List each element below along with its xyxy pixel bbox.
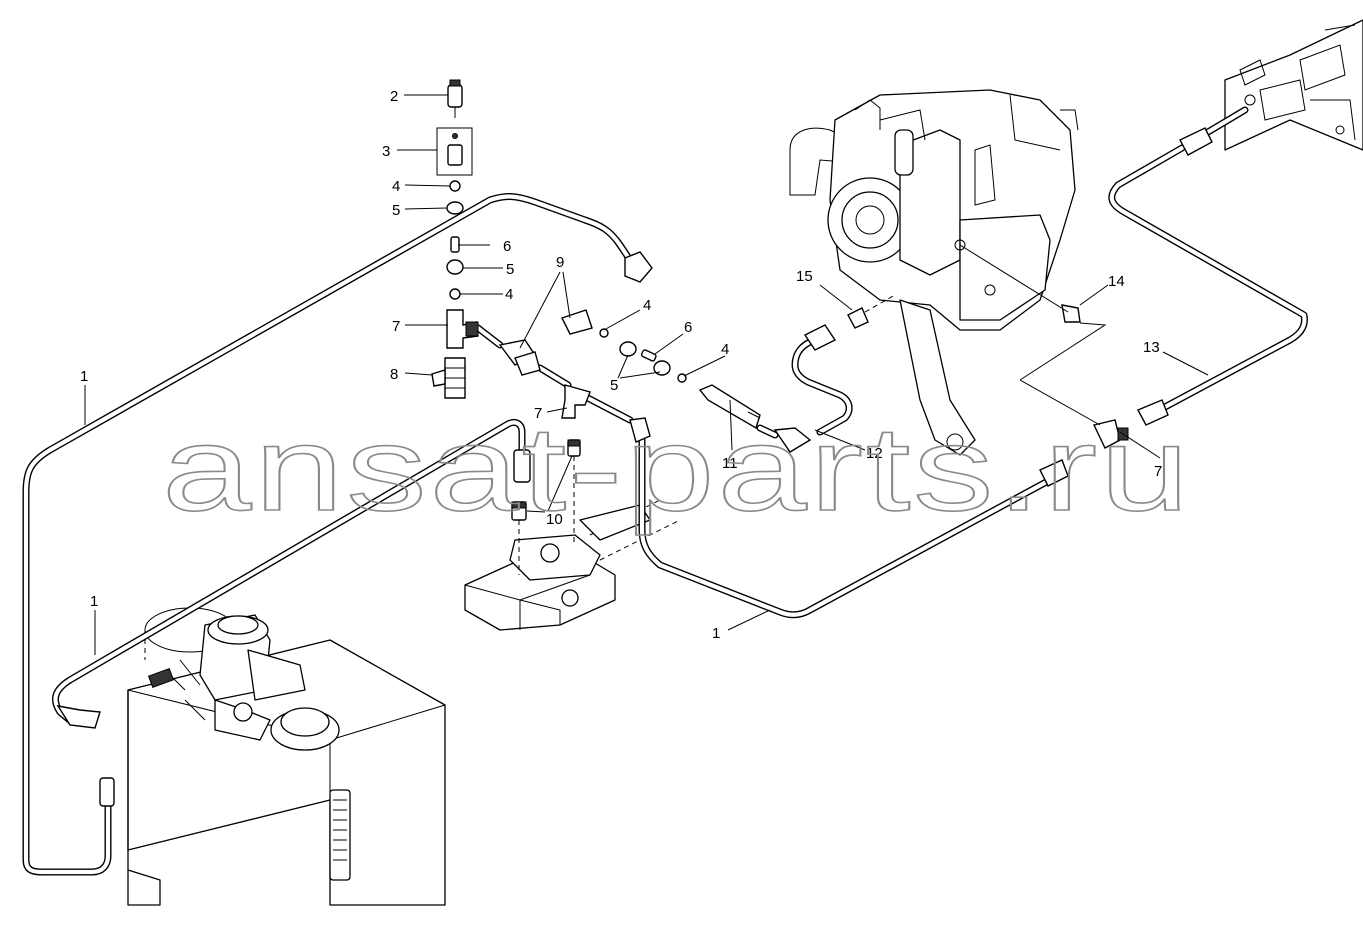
pipe-12 <box>791 336 853 436</box>
callout-4a: 4 <box>392 178 400 195</box>
leader-lines <box>84 94 1209 655</box>
callout-5c: 5 <box>610 377 618 394</box>
callout-8: 8 <box>390 366 398 383</box>
callout-15: 15 <box>796 268 813 285</box>
callout-1c: 1 <box>712 625 720 642</box>
mounting-bracket <box>1224 19 1363 151</box>
pipe-1-return-loop <box>22 193 642 876</box>
callout-10: 10 <box>546 511 563 528</box>
callout-5b: 5 <box>506 261 514 278</box>
fitting-3-boxed <box>436 127 473 176</box>
callout-9: 9 <box>556 254 564 271</box>
elbow-fittings <box>56 251 837 807</box>
hydraulic-tank <box>127 607 446 906</box>
callout-1a: 1 <box>80 368 88 385</box>
fitting-column <box>431 180 479 399</box>
callout-13: 13 <box>1143 339 1160 356</box>
callout-12: 12 <box>866 445 883 462</box>
callout-11: 11 <box>722 455 738 472</box>
callout-5a: 5 <box>392 202 400 219</box>
fittings-4-5-6-right <box>619 341 687 383</box>
pipe-13 <box>1108 106 1308 419</box>
pipe-1-lower <box>638 436 1054 619</box>
fittings-9 <box>498 309 609 376</box>
callout-4b: 4 <box>505 286 513 303</box>
callout-1b: 1 <box>90 593 98 610</box>
tee-7-right <box>1019 127 1213 487</box>
callout-7b: 7 <box>534 405 542 422</box>
callout-labels: 2 3 4 5 6 5 4 7 8 9 4 6 4 5 7 10 11 12 7… <box>80 88 1162 642</box>
callout-6b: 6 <box>684 319 692 336</box>
control-valve <box>464 499 681 631</box>
callout-7c: 7 <box>1154 463 1162 480</box>
hydraulic-pump <box>789 89 1079 456</box>
callout-14: 14 <box>1108 273 1125 290</box>
watermark: ansat-parts.ru <box>162 402 1192 536</box>
pipe-1-tank-line <box>51 418 526 726</box>
fittings-10 <box>511 449 575 575</box>
pump-port-fittings <box>847 244 1081 329</box>
callout-7a: 7 <box>392 318 400 335</box>
pipe-short-links <box>474 324 779 439</box>
pressure-switch-2 <box>447 79 463 118</box>
tee-7-middle <box>561 384 591 457</box>
callout-3: 3 <box>382 143 390 160</box>
callout-4d: 4 <box>721 341 729 358</box>
callout-2: 2 <box>390 88 398 105</box>
callout-4c: 4 <box>643 297 651 314</box>
callout-6a: 6 <box>503 238 511 255</box>
